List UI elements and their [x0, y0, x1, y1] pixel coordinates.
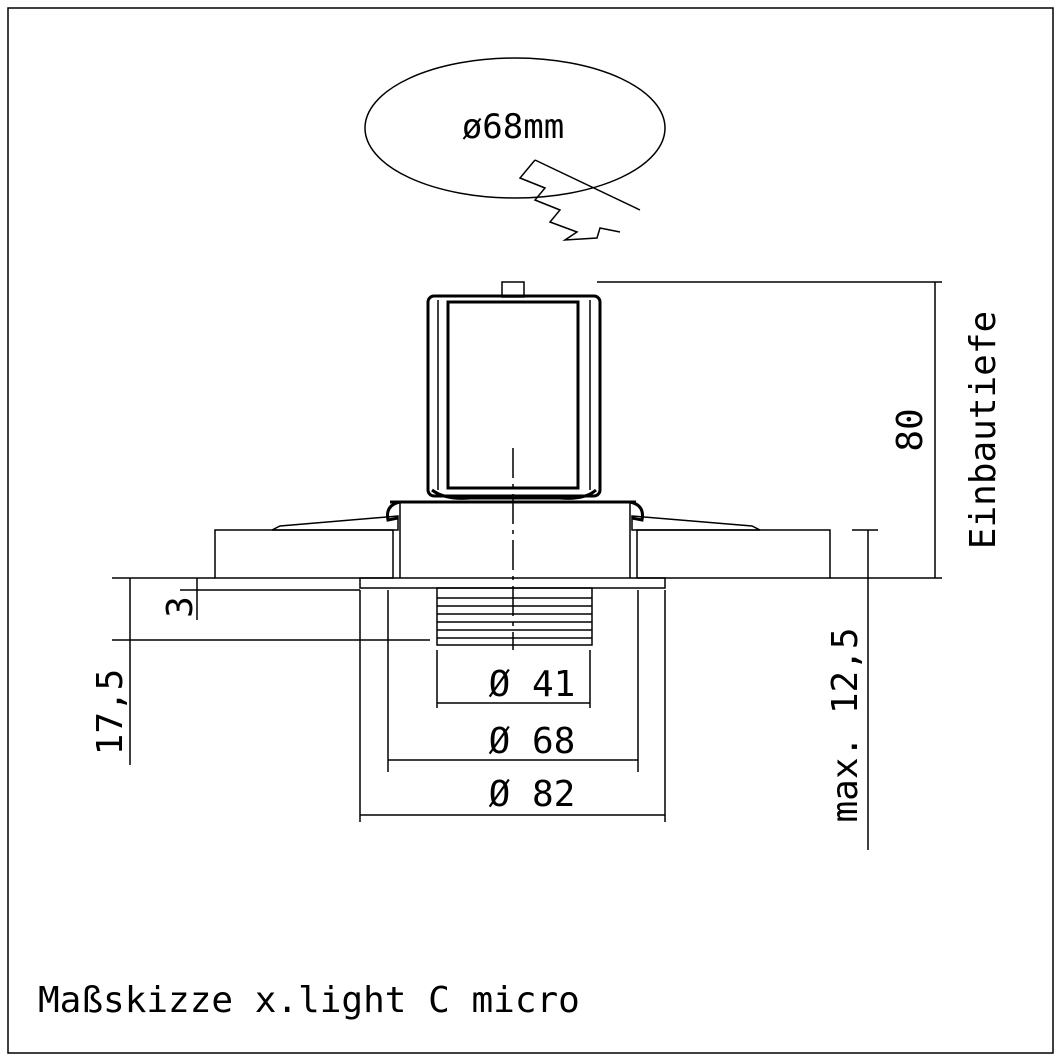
diameter-82: Ø 82 [489, 774, 576, 815]
hole-saw-icon [364, 57, 666, 241]
depth-label: Einbautiefe [963, 311, 1004, 549]
ceiling-left [214, 529, 394, 579]
fixture [271, 281, 761, 650]
frame-border [7, 7, 1054, 1054]
dimension-lines [112, 281, 942, 850]
cutout-label: ø68mm [462, 107, 564, 147]
flange-value: 3 [160, 596, 201, 618]
depth-value: 80 [890, 408, 931, 451]
max-ceiling-value: max. 12,5 [825, 627, 866, 822]
ceiling-right [636, 529, 831, 579]
diameter-41: Ø 41 [489, 664, 576, 705]
protrusion-value: 17,5 [90, 669, 131, 756]
drawing-title: Maßskizze x.light C micro [38, 980, 580, 1021]
diameter-68: Ø 68 [489, 721, 576, 762]
